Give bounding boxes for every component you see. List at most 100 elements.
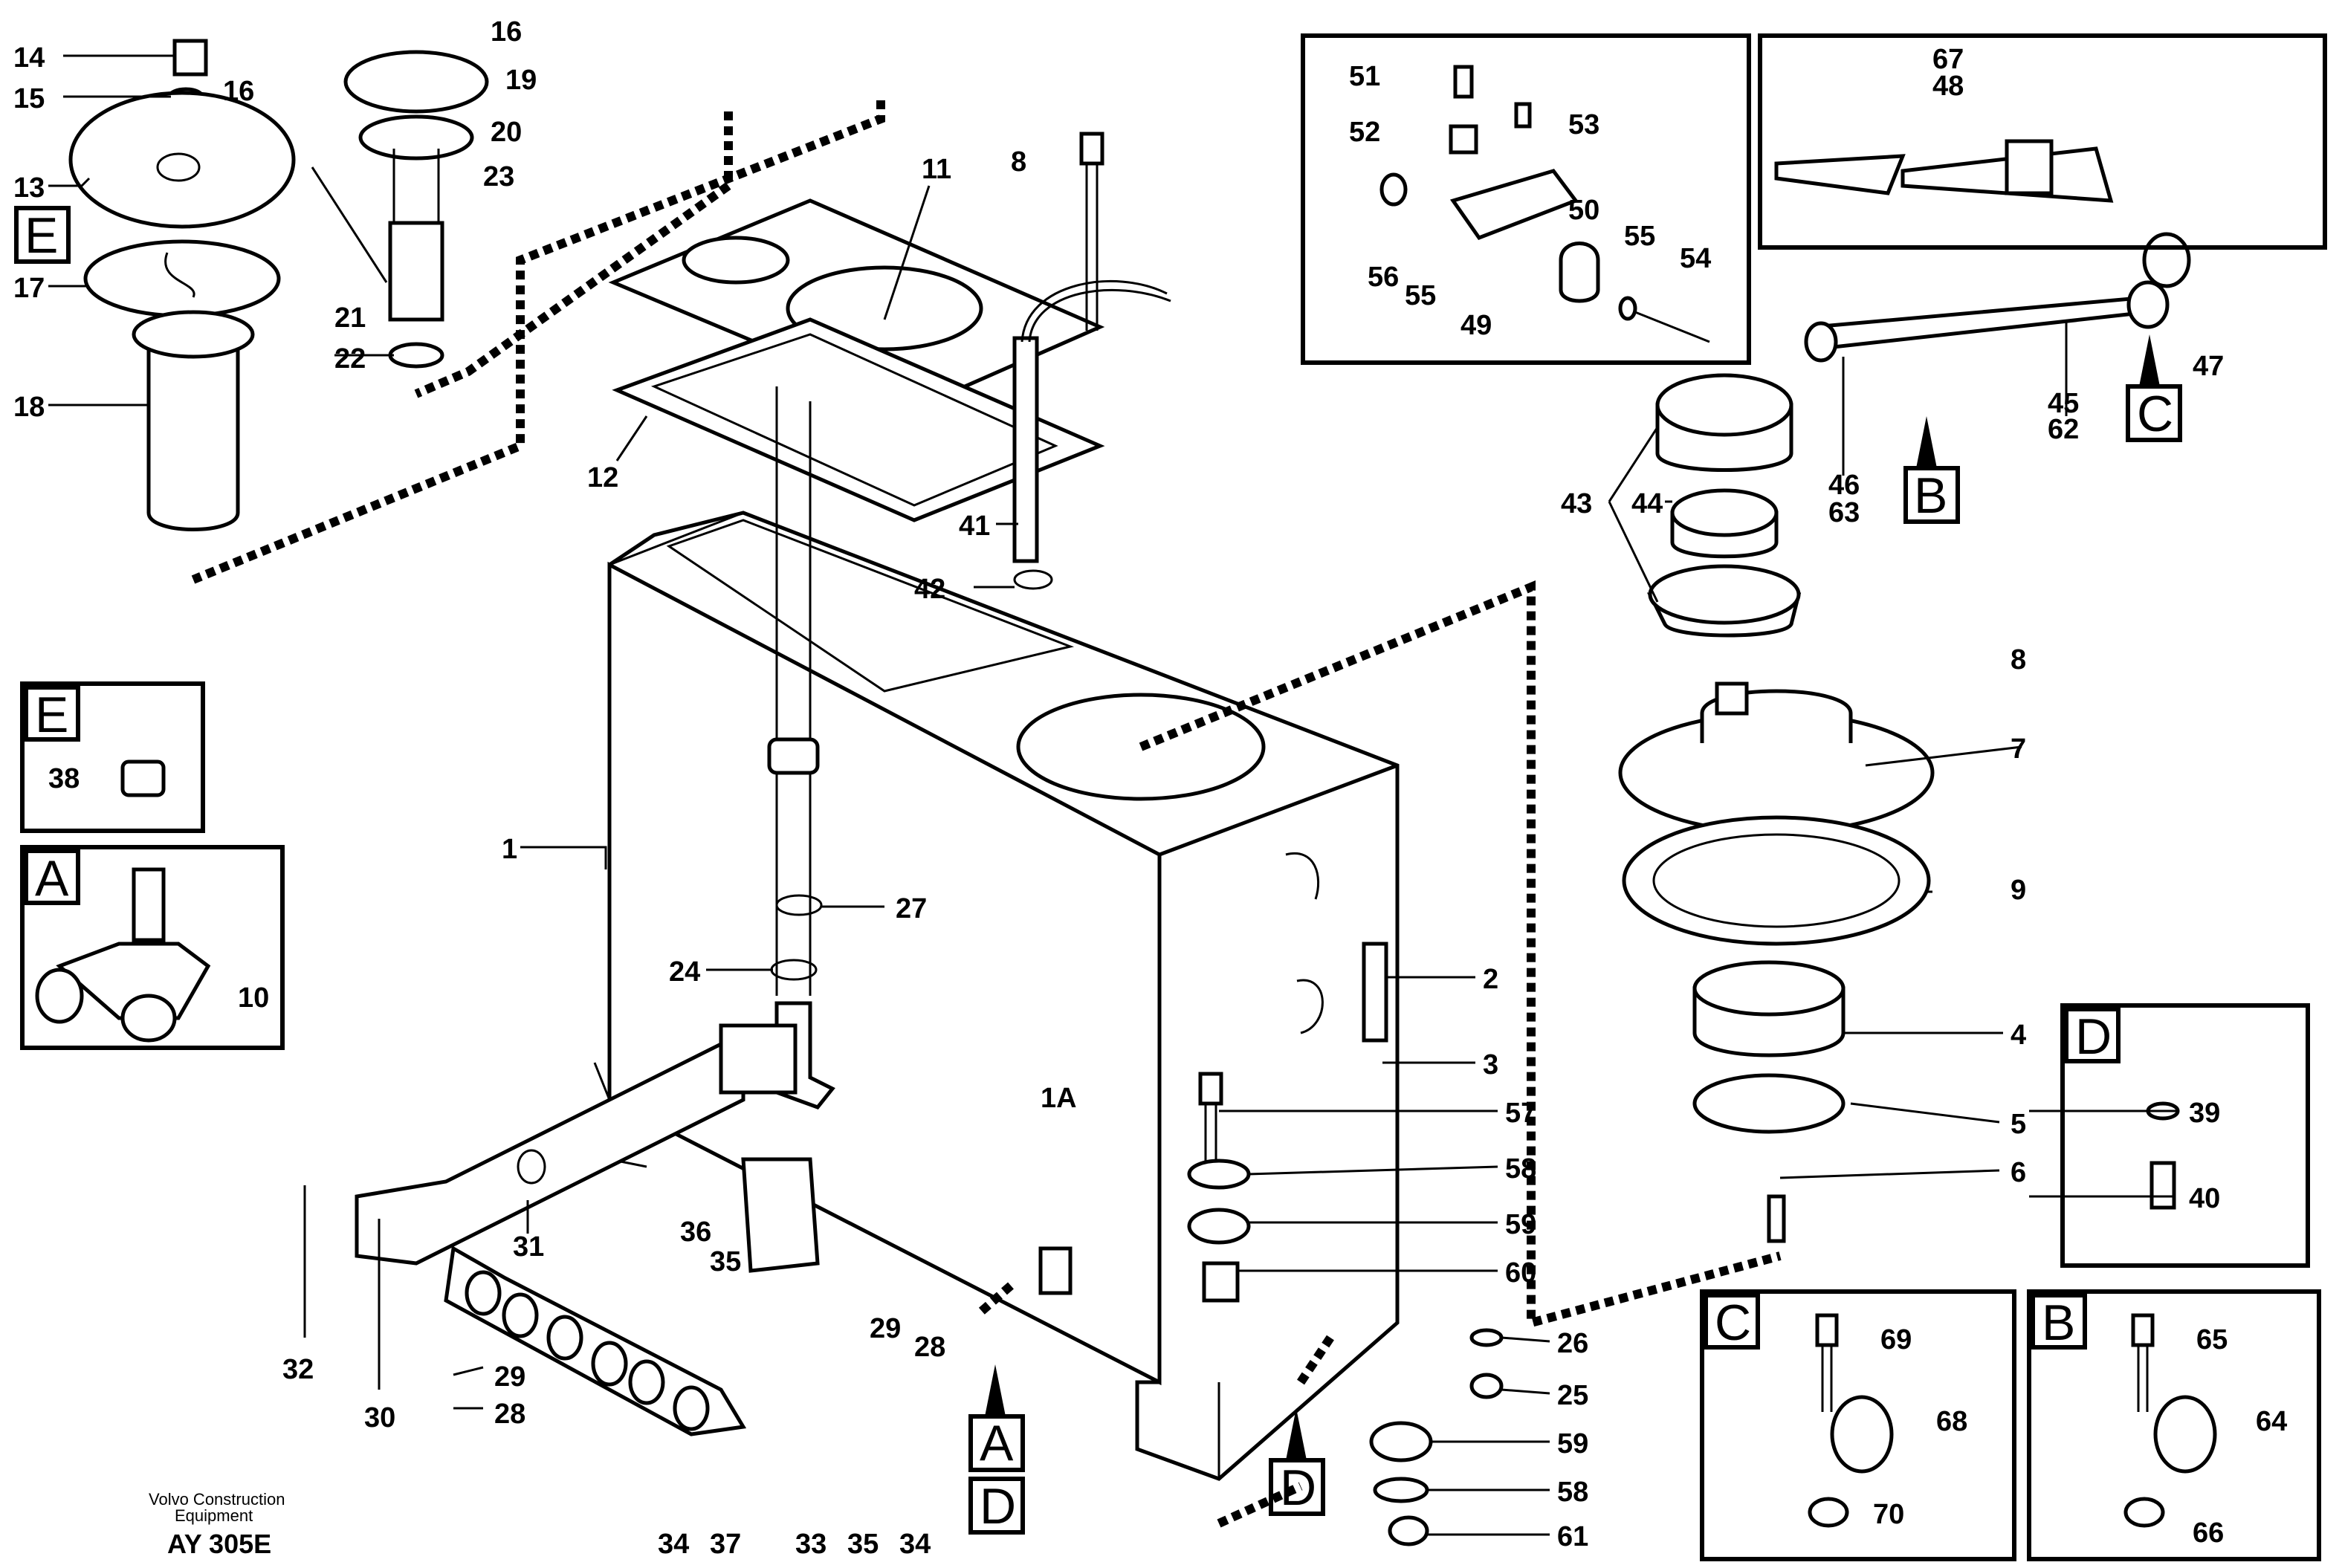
callout-58: 58 [1557,1477,1588,1508]
filter-cover [1618,681,1935,1243]
callout-8: 8 [1011,146,1026,178]
footer-company: Volvo Construction [149,1490,285,1509]
detail-box-C [1700,1289,2016,1561]
callout-62: 62 [2048,414,2079,445]
callout-55: 55 [1624,221,1655,252]
callout-44: 44 [1631,488,1663,519]
footer-code: AY 305E [167,1529,271,1559]
callout-66: 66 [2193,1517,2224,1549]
callout-53: 53 [1568,109,1599,140]
sight-glass [1285,852,1388,1043]
callout-43: 43 [1561,488,1592,519]
manifold [355,1023,1073,1436]
breather-filter-assembly [1646,232,2191,638]
letter-C-box: C [1715,1295,1751,1351]
letter-B-main: B [1914,467,1947,524]
callout-15: 15 [13,83,45,114]
footer: Volvo Construction Equipment AY 305E [149,1490,285,1559]
callout-28: 28 [494,1399,525,1430]
callout-56: 56 [1368,262,1399,293]
callout-25: 25 [1557,1380,1588,1411]
callout-38: 38 [48,763,80,794]
callout-54: 54 [1680,243,1711,274]
callout-19: 19 [505,65,537,96]
bolt [1079,132,1104,331]
callout-12: 12 [587,462,618,493]
leader-lines [48,54,2178,1536]
callout-21: 21 [334,302,366,334]
callout-4: 4 [2011,1020,2026,1051]
letter-D-main-right: D [1280,1460,1316,1516]
callout-6: 6 [2011,1157,2026,1188]
callout-3: 3 [1483,1049,1498,1081]
callout-40: 40 [2189,1183,2220,1214]
callout-31: 31 [513,1231,544,1263]
callout-52: 52 [1349,117,1380,148]
letter-D-box: D [2075,1008,2112,1065]
callout-42: 42 [914,574,945,605]
letter-E-box: E [35,687,68,743]
callout-59: 59 [1505,1209,1536,1240]
footer-equipment: Equipment [175,1506,253,1525]
detail-box-E [20,681,205,833]
callout-7: 7 [2011,733,2026,765]
letter-tags [14,206,2182,1535]
callout-70: 70 [1873,1499,1904,1530]
callout-58: 58 [1505,1153,1536,1185]
strainer [343,50,489,369]
detail-letter-labels: E E A B C A D D D C B [25,207,2173,1535]
letter-D-main-left: D [980,1478,1016,1535]
mounting-stack [1187,1072,1504,1546]
callout-60: 60 [1505,1257,1536,1289]
callout-32: 32 [282,1354,314,1385]
hydraulic-tank [593,511,1400,1481]
callout-16: 16 [491,16,522,48]
callout-11: 11 [922,154,951,185]
callout-9: 9 [2011,875,2026,906]
callout-13: 13 [13,172,45,204]
callout-45: 45 [2048,388,2079,419]
callout-50: 50 [1568,195,1599,226]
callout-36: 36 [680,1217,711,1248]
callout-49: 49 [1460,310,1492,341]
letter-A-main: A [980,1415,1014,1471]
callout-59: 59 [1557,1428,1588,1460]
callout-64: 64 [2256,1406,2287,1437]
letter-E-main: E [25,207,58,264]
callout-39: 39 [2189,1098,2220,1129]
letter-B-box: B [2042,1295,2075,1351]
callout-17: 17 [13,273,45,304]
callout-10: 10 [238,982,269,1014]
callout-2: 2 [1483,964,1498,995]
callout-67: 67 [1932,44,1964,75]
letter-A-box: A [35,850,69,907]
return-filter [68,39,296,531]
callout-51: 51 [1349,61,1380,92]
callout-26: 26 [1557,1328,1588,1359]
callout-34: 34 [658,1529,689,1560]
callout-63: 63 [1828,497,1860,528]
callout-69: 69 [1880,1324,1912,1355]
callout-68: 68 [1936,1406,1967,1437]
callout-35: 35 [710,1246,741,1277]
callout-23: 23 [483,161,514,192]
callout-14: 14 [13,42,45,74]
callout-28: 28 [914,1332,945,1363]
callout-48: 48 [1932,71,1964,102]
callout-24: 24 [669,956,700,988]
callout-30: 30 [364,1402,395,1433]
callout-1A: 1A [1041,1083,1077,1114]
callout-41: 41 [959,511,990,542]
callout-22: 22 [334,343,366,375]
callout-5: 5 [2011,1109,2026,1140]
tank-cover-plate [608,198,1105,522]
callout-29: 29 [494,1361,525,1393]
callout-16: 16 [223,76,254,107]
callout-29: 29 [870,1313,901,1344]
callout-27: 27 [896,893,927,924]
callout-35: 35 [847,1529,879,1560]
dashed-connectors [191,100,1782,1528]
detail-box-B [2027,1289,2321,1561]
callout-55: 55 [1405,280,1436,311]
callout-65: 65 [2196,1324,2228,1355]
